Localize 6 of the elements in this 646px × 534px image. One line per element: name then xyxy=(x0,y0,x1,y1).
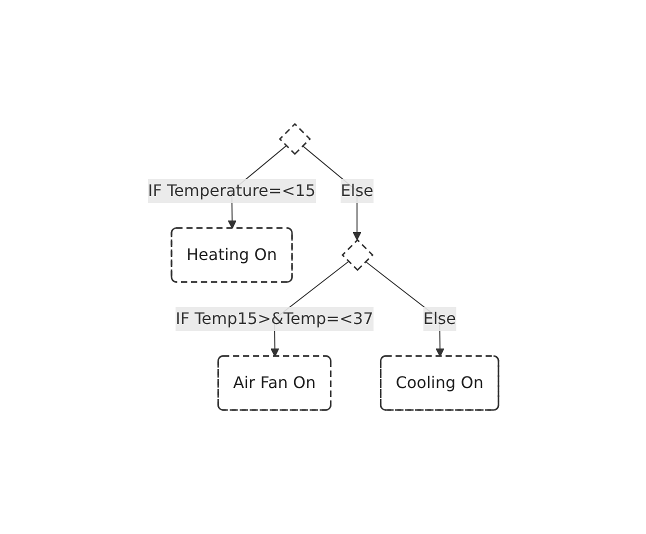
edge-label: Else xyxy=(422,308,456,328)
node-diamond xyxy=(278,122,311,156)
edge-label: IF Temperature=<15 xyxy=(148,180,316,200)
edge-label: IF Temp15>&Temp=<37 xyxy=(175,308,374,328)
edge-label: Else xyxy=(340,180,374,200)
node-diamond xyxy=(341,238,374,272)
